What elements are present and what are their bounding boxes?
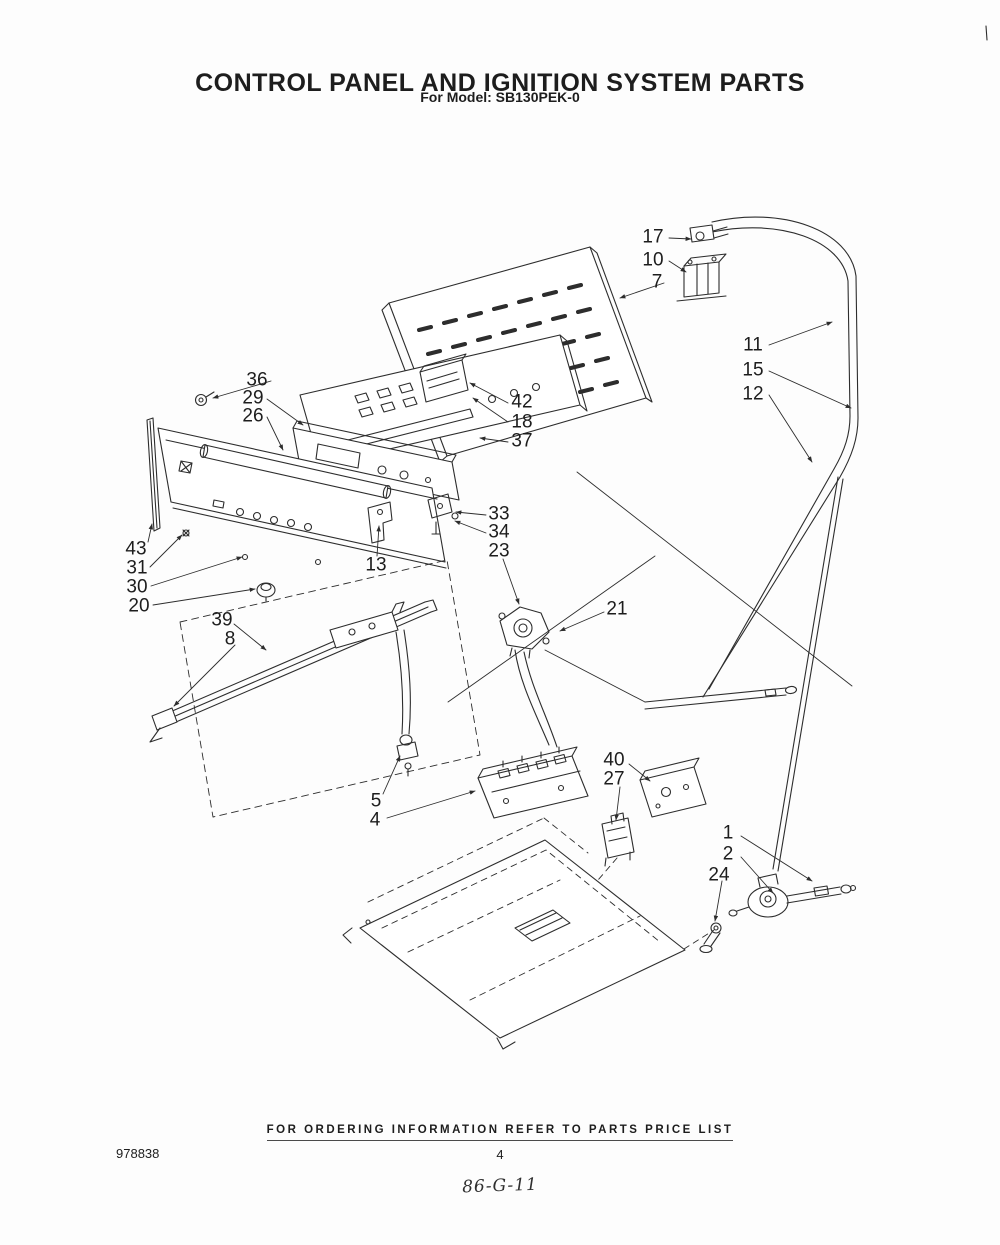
callout-30: 30 [126, 576, 148, 598]
construction-lines [447, 471, 853, 950]
callout-39: 39 [211, 609, 233, 631]
part-2-gas-valve [699, 873, 857, 954]
ordering-note-row: FOR ORDERING INFORMATION REFER TO PARTS … [0, 1120, 1000, 1141]
callout-31: 31 [126, 557, 148, 579]
small-hardware-parts [182, 391, 459, 602]
callout-18: 18 [511, 411, 533, 433]
callout-40: 40 [603, 749, 625, 771]
page-title: CONTROL PANEL AND IGNITION SYSTEM PARTS [195, 68, 805, 97]
callout-4: 4 [369, 809, 381, 831]
callout-17: 17 [642, 226, 664, 248]
callout-leaders [147, 236, 852, 922]
part-42-box [419, 353, 469, 403]
callout-5: 5 [370, 790, 382, 812]
base-panel [342, 817, 686, 1050]
page-number: 4 [496, 1147, 504, 1162]
part-8-mounting-rail [149, 599, 438, 777]
callout-23: 23 [488, 540, 510, 562]
part-4-spark-module [477, 746, 589, 819]
callout-21: 21 [606, 598, 628, 620]
callout-24: 24 [708, 864, 730, 886]
callout-13: 13 [365, 554, 387, 576]
part-40-junction-box [639, 757, 707, 818]
doc-number: 978838 [116, 1146, 160, 1161]
part-27-relay [601, 812, 635, 867]
callout-15: 15 [742, 359, 764, 381]
callout-1: 1 [722, 822, 734, 844]
ordering-note: FOR ORDERING INFORMATION REFER TO PARTS … [266, 1124, 734, 1141]
callout-8: 8 [224, 628, 236, 650]
part-26-lamp-tube [199, 444, 392, 499]
callout-10: 10 [642, 249, 664, 271]
callout-42: 42 [511, 391, 533, 413]
callout-43: 43 [125, 538, 147, 560]
part-10-bracket [676, 253, 727, 302]
callout-34: 34 [488, 521, 510, 543]
callout-27: 27 [603, 768, 625, 790]
model-subtitle: For Model: SB130PEK-0 [420, 89, 580, 105]
scan-artifact-mark [985, 25, 988, 41]
callout-20: 20 [128, 595, 150, 617]
gas-tubing [644, 216, 859, 872]
part-29-insert-panel [292, 420, 460, 501]
dashed-construction-box [179, 559, 481, 818]
callout-2: 2 [722, 843, 734, 865]
callout-36: 36 [246, 369, 268, 391]
callout-12: 12 [742, 383, 764, 405]
callout-11: 11 [743, 334, 763, 356]
part-43-strip [146, 417, 161, 532]
callout-26: 26 [242, 405, 264, 427]
callout-37: 37 [511, 430, 533, 452]
part-23-igniter-switch [498, 606, 558, 748]
callout-29: 29 [242, 387, 264, 409]
part-17-clamp [689, 224, 729, 243]
callout-33: 33 [488, 503, 510, 525]
callout-7: 7 [651, 271, 663, 293]
